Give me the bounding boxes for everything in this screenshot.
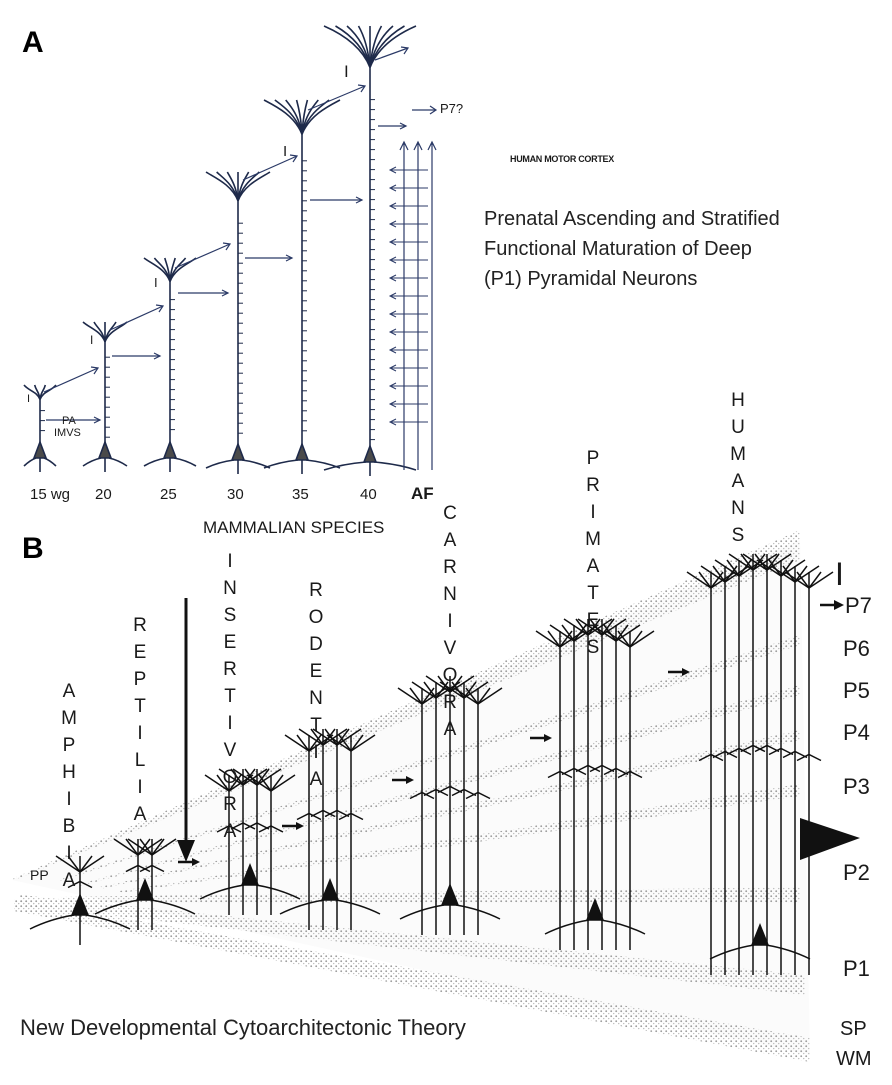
- stippled-layer-band: [60, 635, 800, 881]
- stippled-layer-band: [60, 887, 800, 903]
- afferent-branch: [388, 364, 428, 372]
- panel-a-neuron: [323, 25, 417, 476]
- layer-label-p5: P5: [843, 678, 870, 703]
- layer-i-marker-4: I: [283, 143, 288, 160]
- ascending-arrow: [109, 305, 164, 331]
- age-label-40: 40: [360, 486, 377, 503]
- age-label-20: 20: [95, 486, 112, 503]
- ascending-arrow: [43, 367, 99, 393]
- afferent-fiber: [427, 140, 437, 470]
- afferent-branch: [388, 400, 428, 408]
- afferent-branch: [388, 256, 428, 264]
- layer-i-marker-5: I: [344, 62, 349, 81]
- afferent-branch: [388, 382, 428, 390]
- ascending-arrow: [242, 155, 298, 181]
- panel-a-neuron: [143, 257, 197, 472]
- panel-a-label: A: [22, 26, 44, 59]
- stippled-layer-band: [14, 899, 810, 1062]
- panel-a-neuron: [205, 171, 271, 474]
- panel-a-title-line-1: Prenatal Ascending and Stratified: [484, 208, 780, 230]
- ascending-arrow: [307, 85, 366, 111]
- afferent-branch: [388, 418, 428, 426]
- pp-label: PP: [30, 867, 49, 883]
- afferent-branch: [388, 274, 428, 282]
- stippled-layer-band: [80, 685, 800, 886]
- panel-b-neuron-group: [397, 675, 503, 935]
- layer-i-marker-1: I: [27, 393, 31, 405]
- layer-i-marker-3: I: [154, 275, 158, 290]
- panel-b-neuron-group: [29, 855, 131, 945]
- panel-b-neuron-group: [535, 618, 655, 950]
- afferent-branch: [388, 292, 428, 300]
- layer-label-p6: P6: [843, 636, 870, 661]
- af-label: AF: [411, 484, 434, 503]
- stippled-layer-band: [20, 895, 805, 995]
- panel-b-neuron-group: [686, 553, 834, 975]
- p7-arrow: [412, 105, 438, 115]
- afferent-branch: [388, 310, 428, 318]
- theory-caption: New Developmental Cytoarchitectonic Theo…: [20, 1015, 466, 1040]
- age-label-25: 25: [160, 486, 177, 503]
- panel-b-neuron-group: [279, 728, 381, 930]
- age-label-30: 30: [227, 486, 244, 503]
- afferent-branch: [388, 220, 428, 228]
- pa-label: PA: [62, 415, 76, 427]
- p7-question-label: P7?: [440, 101, 464, 116]
- panel-a-title-line-3: (P1) Pyramidal Neurons: [484, 268, 698, 290]
- layer-label-p2: P2: [843, 860, 870, 885]
- panel-a-title-line-2: Functional Maturation of Deep: [484, 238, 752, 260]
- ascending-arrow: [374, 47, 409, 61]
- human-motor-cortex-header: HUMAN MOTOR CORTEX: [510, 154, 614, 164]
- panel-b-label: B: [22, 532, 44, 565]
- stippled-layer-band: [12, 530, 800, 881]
- layer-i-marker-2: I: [90, 333, 94, 347]
- layer-label-p7: P7: [845, 593, 872, 618]
- afferent-branch: [388, 328, 428, 336]
- age-label-35: 35: [292, 486, 309, 503]
- panel-a-neuron: [23, 384, 57, 472]
- afferent-branch: [388, 238, 428, 246]
- panel-a-neuron: [263, 99, 341, 474]
- afferent-branch: [388, 346, 428, 354]
- layer-label-p1: P1: [843, 956, 870, 981]
- panel-b-neuron-group: [94, 838, 196, 930]
- age-label-15wg: 15 wg: [30, 486, 71, 503]
- afferent-branch: [388, 184, 428, 192]
- ascending-arrow: [174, 243, 231, 269]
- big-triangle-marker: [800, 818, 860, 860]
- panel-b-neuron-group: [199, 768, 301, 915]
- afferent-branch: [388, 202, 428, 210]
- layer-label-p4: P4: [843, 720, 870, 745]
- imvs-label: IMVS: [54, 427, 81, 439]
- mammalian-species-header: MAMMALIAN SPECIES: [203, 518, 385, 537]
- layer-label-p3: P3: [843, 774, 870, 799]
- layer-label-sp: SP: [840, 1018, 867, 1040]
- afferent-branch: [388, 166, 428, 174]
- layer-label-wm: WM: [836, 1048, 872, 1070]
- layer-label-i: I: [835, 556, 844, 592]
- afferent-fiber: [413, 140, 423, 470]
- afferent-fiber: [399, 140, 409, 470]
